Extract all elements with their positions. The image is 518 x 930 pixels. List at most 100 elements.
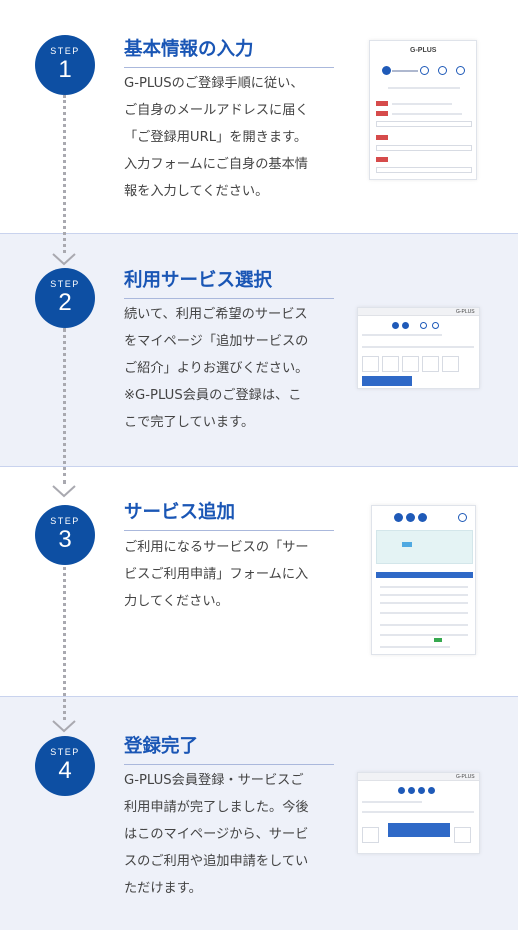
step-title: 利用サービス選択	[124, 266, 334, 299]
step-description: 続いて、利用ご希望のサービス をマイページ「追加サービスの ご紹介」よりお選びく…	[124, 301, 339, 436]
thumb-service-card	[402, 356, 419, 372]
thumb-step-dot	[420, 66, 429, 75]
step-title: 基本情報の入力	[124, 35, 334, 68]
step-badge-number: 1	[58, 56, 72, 83]
thumb-logo: G-PLUS	[456, 774, 475, 780]
description-line: ご紹介」よりお選びください。	[124, 361, 309, 376]
thumb-header	[358, 308, 479, 316]
thumb-header	[358, 773, 479, 781]
step-badge: STEP 1	[35, 35, 95, 95]
step-title: サービス追加	[124, 498, 334, 531]
thumb-input	[376, 167, 472, 173]
step-4-screenshot: G-PLUS	[357, 772, 480, 854]
thumb-logo: G-PLUS	[410, 47, 437, 54]
thumb-line	[380, 586, 468, 588]
step-badge: STEP 4	[35, 736, 95, 796]
thumb-line	[380, 634, 468, 636]
thumb-step-dot	[408, 787, 415, 794]
thumb-step-dot	[418, 513, 427, 522]
step-3-screenshot	[371, 505, 476, 655]
step-description: G-PLUS会員登録・サービスご 利用申請が完了しました。今後 はこのマイページ…	[124, 767, 339, 902]
thumb-input	[376, 145, 472, 151]
step-badge-number: 3	[58, 526, 72, 553]
description-line: 「ご登録用URL」を開きます。	[124, 130, 308, 145]
thumb-banner	[376, 530, 473, 564]
thumb-tag	[434, 638, 442, 642]
description-line: G-PLUS会員登録・サービスご	[124, 773, 304, 788]
thumb-step-dot	[398, 787, 405, 794]
description-line: ただけます。	[124, 881, 202, 896]
thumb-required-badge	[376, 101, 388, 106]
description-line: ご利用になるサービスの「サー	[124, 540, 309, 555]
thumb-step-dot	[458, 513, 467, 522]
description-line: ご自身のメールアドレスに届く	[124, 103, 309, 118]
description-line: 入力フォームにご自身の基本情	[124, 157, 308, 172]
step-title: 登録完了	[124, 732, 334, 765]
thumb-line	[362, 801, 422, 803]
thumb-required-badge	[376, 135, 388, 140]
thumb-service-card	[382, 356, 399, 372]
step-badge-number: 4	[58, 757, 72, 784]
thumb-step-dot	[402, 322, 409, 329]
connector-line	[63, 560, 66, 720]
step-description: G-PLUSのご登録手順に従い、 ご自身のメールアドレスに届く 「ご登録用URL…	[124, 70, 339, 205]
thumb-tooltip	[362, 376, 412, 386]
step-badge: STEP 3	[35, 505, 95, 565]
thumb-line	[380, 646, 450, 648]
step-badge-label: STEP	[50, 747, 80, 757]
thumb-service-card	[442, 356, 459, 372]
thumb-line	[362, 811, 474, 813]
thumb-tooltip	[388, 823, 450, 837]
thumb-line	[392, 113, 462, 115]
description-line: はこのマイページから、サービ	[124, 827, 309, 842]
thumb-step-dot	[438, 66, 447, 75]
description-line: こで完了しています。	[124, 415, 255, 430]
thumb-service-card	[362, 827, 379, 843]
step-badge: STEP 2	[35, 268, 95, 328]
description-line: 続いて、利用ご希望のサービス	[124, 307, 308, 322]
thumb-required-badge	[376, 111, 388, 116]
thumb-step-dot	[428, 787, 435, 794]
thumb-tag	[402, 542, 412, 547]
description-line: スのご利用や追加申請をしてい	[124, 854, 309, 869]
description-line: 力してください。	[124, 594, 229, 609]
chevron-down-icon	[52, 485, 76, 498]
thumb-step-dot	[406, 513, 415, 522]
thumb-step-dot	[418, 787, 425, 794]
chevron-down-icon	[52, 253, 76, 266]
connector-line	[63, 95, 66, 253]
step-2-screenshot: G-PLUS	[357, 307, 480, 389]
thumb-line	[392, 70, 418, 72]
connector-line	[63, 328, 66, 484]
thumb-service-card	[422, 356, 439, 372]
thumb-step-dot	[392, 322, 399, 329]
description-line: G-PLUSのご登録手順に従い、	[124, 76, 304, 91]
step-badge-number: 2	[58, 289, 72, 316]
thumb-line	[362, 334, 442, 336]
thumb-step-dot	[382, 66, 391, 75]
thumb-step-dot	[420, 322, 427, 329]
step-badge-label: STEP	[50, 516, 80, 526]
description-line: をマイページ「追加サービスの	[124, 334, 309, 349]
thumb-line	[380, 602, 468, 604]
thumb-line	[392, 103, 452, 105]
step-badge-label: STEP	[50, 279, 80, 289]
thumb-logo: G-PLUS	[456, 309, 475, 315]
thumb-required-badge	[376, 157, 388, 162]
thumb-step-dot	[432, 322, 439, 329]
step-1-screenshot: G-PLUS	[369, 40, 477, 180]
description-line: 報を入力してください。	[124, 184, 269, 199]
description-line: ビスご利用申請」フォームに入	[124, 567, 309, 582]
thumb-service-card	[454, 827, 471, 843]
description-line: ※G-PLUS会員のご登録は、こ	[124, 388, 302, 403]
thumb-line	[380, 594, 468, 596]
thumb-step-dot	[456, 66, 465, 75]
thumb-input	[376, 121, 472, 127]
step-description: ご利用になるサービスの「サー ビスご利用申請」フォームに入 力してください。	[124, 534, 339, 615]
thumb-line	[380, 612, 468, 614]
thumb-service-card	[362, 356, 379, 372]
thumb-step-dot	[394, 513, 403, 522]
thumb-form-header	[376, 572, 473, 578]
thumb-line	[388, 87, 460, 89]
